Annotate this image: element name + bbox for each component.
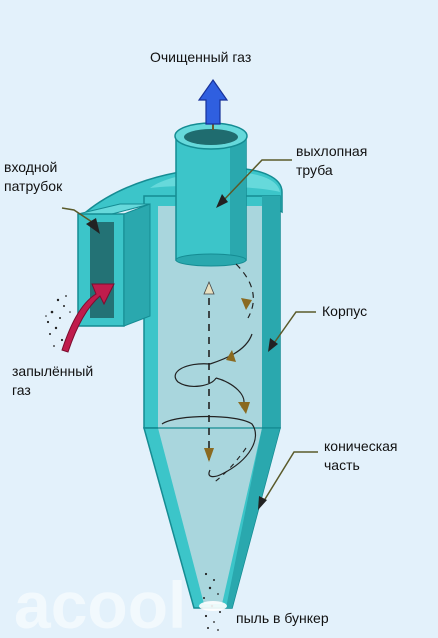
- watermark: acool: [14, 568, 186, 638]
- label-inlet: входной патрубок: [4, 158, 62, 196]
- swirl-cone: [161, 415, 257, 478]
- pointer-conical-head: [258, 496, 267, 510]
- swirl-arrow-2: [226, 350, 236, 362]
- label-conical-part-line1: коническая: [324, 438, 398, 454]
- label-conical-part-line2: часть: [324, 457, 360, 473]
- label-inlet-line1: входной: [4, 159, 58, 175]
- label-dust-to-bin: пыль в бункер: [236, 610, 329, 626]
- pointer-housing: [271, 311, 316, 347]
- dust-particles-inlet: [45, 295, 71, 347]
- core-up-arrow: [203, 280, 215, 295]
- dust-outlet-opening: [199, 601, 227, 611]
- core-down-arrow: [204, 448, 214, 462]
- label-dusty-gas-line2: газ: [12, 382, 31, 398]
- pointer-conical: [261, 451, 318, 505]
- swirl-loop-left: [174, 363, 217, 387]
- outlet-pipe-shade: [230, 136, 246, 260]
- pointer-housing-head: [268, 338, 278, 352]
- label-dusty-gas: запылённый газ: [12, 362, 93, 400]
- housing-shell-shade: [262, 196, 280, 428]
- inlet-duct-opening: [90, 222, 114, 318]
- pointer-inlet-head: [86, 218, 100, 234]
- clean-gas-arrow: [197, 78, 229, 125]
- swirl-arrow-1: [241, 298, 252, 310]
- label-outlet-pipe-line1: выхлопная: [296, 143, 368, 159]
- label-housing: Корпус: [322, 303, 368, 319]
- conical-shell-shade: [226, 428, 280, 608]
- pointer-inlet: [61, 207, 93, 223]
- label-outlet-pipe-line2: труба: [296, 162, 333, 178]
- swirl-arrow-3: [238, 402, 250, 414]
- label-outlet-pipe: выхлопная труба: [296, 142, 367, 180]
- outlet-pipe-mouth: [184, 129, 238, 145]
- swirl-lower-dash: [211, 447, 247, 485]
- dusty-gas-arrow: [61, 283, 115, 353]
- pointer-outlet-pipe: [219, 159, 292, 205]
- label-clean-gas: Очищенный газ: [150, 49, 252, 65]
- conical-interior: [158, 428, 262, 604]
- pointer-outlet-pipe-head: [216, 194, 228, 208]
- label-conical-part: коническая часть: [324, 437, 398, 475]
- label-inlet-line2: патрубок: [4, 178, 63, 194]
- outlet-pipe-bottom: [175, 253, 247, 267]
- label-dusty-gas-line1: запылённый: [12, 363, 94, 379]
- inlet-duct-side: [123, 203, 151, 327]
